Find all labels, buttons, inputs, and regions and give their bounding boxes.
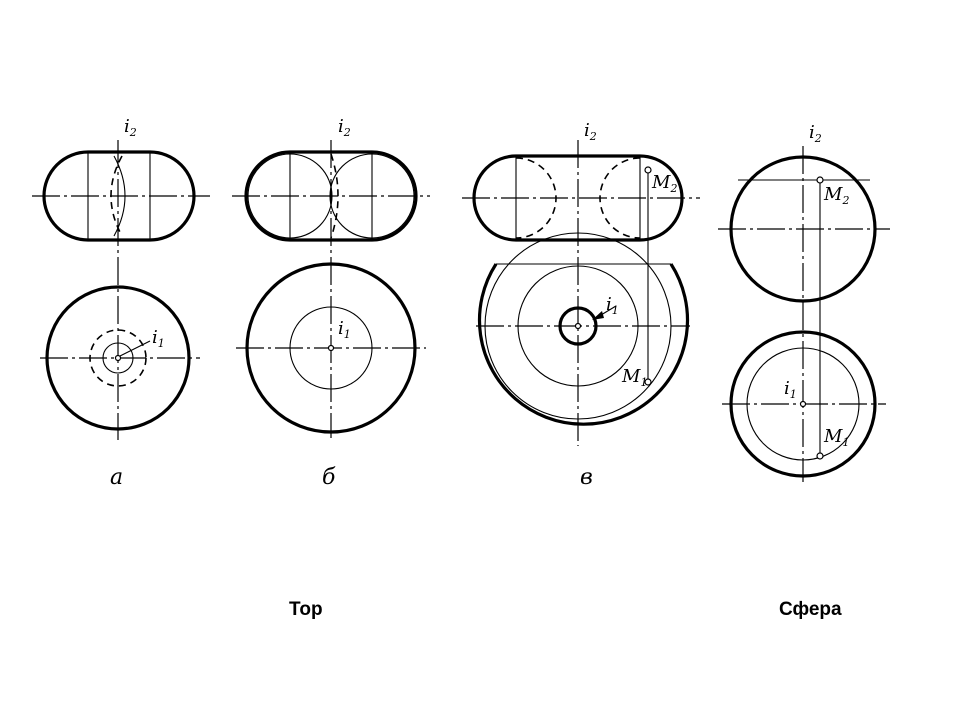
figure-b: i2 i1 б (232, 116, 430, 490)
figure-d-point-m1-label: M1 (823, 426, 849, 449)
sphere-title: Сфера (779, 599, 842, 620)
figure-c-axis-v-label: i2 (584, 120, 597, 143)
figure-a-axis-h-label: i1 (152, 327, 165, 350)
figure-c-point-m1-label: M1 (621, 366, 647, 389)
figure-d: i2 i1 M2 M1 (718, 122, 890, 482)
figure-c-point-m2-label: M2 (651, 172, 677, 195)
figure-c-axis-arrowhead (592, 311, 604, 320)
figure-a-top-center-point (114, 354, 122, 362)
figure-b-axis-v-label: i2 (338, 116, 351, 139)
figure-d-axis-v-label: i2 (809, 122, 822, 145)
figure-c-axis-h-label: i1 (606, 294, 619, 317)
figure-c-point-m1 (644, 378, 652, 386)
figure-c-point-m2 (644, 166, 652, 174)
figure-d-point-m2 (816, 176, 824, 184)
figure-d-axis-h-label: i1 (784, 378, 797, 401)
figure-d-top-center-point (799, 400, 807, 408)
figure-c: i2 i1 M2 M1 в (462, 120, 700, 490)
torus-title: Тор (289, 599, 323, 620)
figure-a-caption: а (110, 465, 123, 490)
figure-a-axis-leader (119, 340, 151, 357)
figure-d-point-m1 (816, 452, 824, 460)
figure-b-top-center-point (327, 344, 335, 352)
figure-d-point-m2-label: M2 (823, 184, 849, 207)
figure-b-axis-h-label: i1 (338, 318, 351, 341)
figure-c-top-center-point (574, 322, 582, 330)
figure-a-axis-v-label: i2 (124, 116, 137, 139)
figure-b-caption: б (322, 465, 336, 490)
figure-c-top-outer-cut-circle (477, 263, 690, 426)
figure-c-caption: в (580, 465, 593, 490)
figure-a: i2 i1 а (32, 116, 210, 490)
